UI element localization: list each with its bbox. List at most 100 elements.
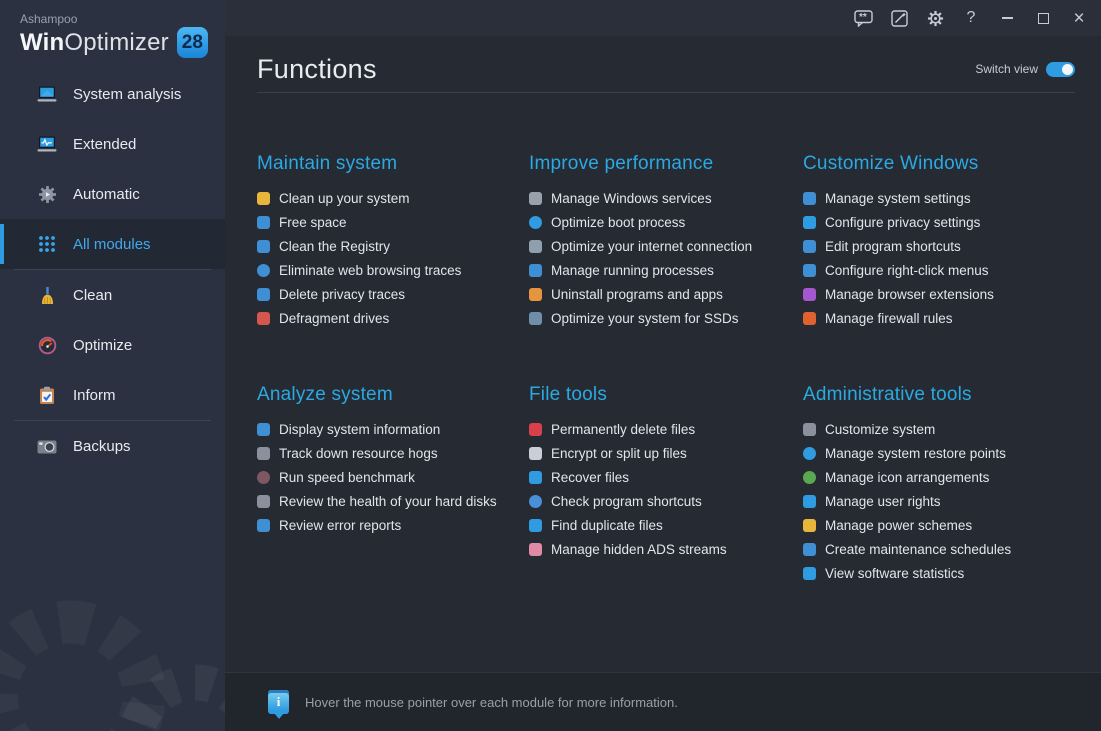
- close-button[interactable]: ×: [1061, 0, 1097, 36]
- module-label: Manage system restore points: [825, 445, 1006, 461]
- app-logo: Ashampoo WinOptimizer 28: [0, 0, 225, 58]
- module-manage-running-processes[interactable]: Manage running processes: [529, 258, 803, 282]
- module-edit-program-shortcuts[interactable]: Edit program shortcuts: [803, 234, 1075, 258]
- module-manage-windows-services[interactable]: Manage Windows services: [529, 186, 803, 210]
- switch-view-toggle[interactable]: [1046, 61, 1075, 77]
- module-review-error-reports[interactable]: Review error reports: [257, 513, 529, 537]
- module-label: Display system information: [279, 421, 441, 437]
- brand-company: Ashampoo: [20, 12, 78, 26]
- battery-icon: [803, 518, 816, 532]
- footer-info-text: Hover the mouse pointer over each module…: [305, 694, 678, 710]
- module-customize-system[interactable]: Customize system: [803, 417, 1075, 441]
- sidebar-item-system-analysis[interactable]: System analysis: [0, 69, 225, 119]
- module-optimize-boot-process[interactable]: Optimize boot process: [529, 210, 803, 234]
- module-run-speed-benchmark[interactable]: Run speed benchmark: [257, 465, 529, 489]
- module-label: Uninstall programs and apps: [551, 286, 723, 302]
- module-manage-user-rights[interactable]: Manage user rights: [803, 489, 1075, 513]
- globe-icon: [257, 263, 270, 277]
- module-optimize-your-system-for-ssds[interactable]: Optimize your system for SSDs: [529, 306, 803, 330]
- module-review-the-health-of-your-hard-disks[interactable]: Review the health of your hard disks: [257, 489, 529, 513]
- statistics-chart-icon: [803, 566, 816, 580]
- sidebar-item-extended[interactable]: Extended: [0, 119, 225, 169]
- close-icon: ×: [1073, 7, 1085, 29]
- context-menu-icon: [803, 263, 816, 277]
- module-recover-files[interactable]: Recover files: [529, 465, 803, 489]
- module-optimize-your-internet-connection[interactable]: Optimize your internet connection: [529, 234, 803, 258]
- footer-info-bar: i Hover the mouse pointer over each modu…: [225, 672, 1101, 731]
- module-manage-system-settings[interactable]: Manage system settings: [803, 186, 1075, 210]
- module-create-maintenance-schedules[interactable]: Create maintenance schedules: [803, 537, 1075, 561]
- sidebar-item-optimize[interactable]: Optimize: [0, 320, 225, 370]
- delete-trash-icon: [529, 422, 542, 436]
- module-label: Manage icon arrangements: [825, 469, 990, 485]
- firewall-flame-icon: [803, 311, 816, 325]
- module-clean-the-registry[interactable]: Clean the Registry: [257, 234, 529, 258]
- module-manage-browser-extensions[interactable]: Manage browser extensions: [803, 282, 1075, 306]
- privacy-settings-shield-icon: [803, 215, 816, 229]
- settings-button[interactable]: [917, 0, 953, 36]
- sidebar-item-automatic[interactable]: Automatic: [0, 169, 225, 219]
- puzzle-icon: [803, 287, 816, 301]
- module-configure-privacy-settings[interactable]: Configure privacy settings: [803, 210, 1075, 234]
- module-label: Manage power schemes: [825, 517, 973, 533]
- boot-up-icon: [529, 215, 542, 229]
- module-permanently-delete-files[interactable]: Permanently delete files: [529, 417, 803, 441]
- gear-icon: [927, 10, 944, 27]
- module-defragment-drives[interactable]: Defragment drives: [257, 306, 529, 330]
- system-settings-icon: [803, 191, 816, 205]
- minimize-button[interactable]: [989, 0, 1025, 36]
- module-find-duplicate-files[interactable]: Find duplicate files: [529, 513, 803, 537]
- module-label: Check program shortcuts: [551, 493, 702, 509]
- maintenance-schedule-icon: [803, 542, 816, 556]
- sidebar-item-label: Automatic: [73, 185, 140, 203]
- sidebar-item-label: Backups: [73, 437, 131, 455]
- clean-icon: [36, 285, 58, 305]
- sidebar-item-label: Optimize: [73, 336, 133, 354]
- module-uninstall-programs-and-apps[interactable]: Uninstall programs and apps: [529, 282, 803, 306]
- module-configure-right-click-menus[interactable]: Configure right-click menus: [803, 258, 1075, 282]
- module-label: Review the health of your hard disks: [279, 493, 497, 509]
- module-clean-up-your-system[interactable]: Clean up your system: [257, 186, 529, 210]
- module-label: Edit program shortcuts: [825, 238, 961, 254]
- group-title: Improve performance: [529, 153, 714, 174]
- module-delete-privacy-traces[interactable]: Delete privacy traces: [257, 282, 529, 306]
- encrypt-file-icon: [529, 446, 542, 460]
- module-label: Create maintenance schedules: [825, 541, 1012, 557]
- module-manage-power-schemes[interactable]: Manage power schemes: [803, 513, 1075, 537]
- sidebar-item-label: System analysis: [73, 85, 182, 103]
- module-manage-icon-arrangements[interactable]: Manage icon arrangements: [803, 465, 1075, 489]
- module-label: Permanently delete files: [551, 421, 696, 437]
- module-free-space[interactable]: Free space: [257, 210, 529, 234]
- module-view-software-statistics[interactable]: View software statistics: [803, 561, 1075, 585]
- registry-icon: [257, 239, 270, 253]
- session-notes-button[interactable]: [881, 0, 917, 36]
- module-label: Delete privacy traces: [279, 286, 406, 302]
- module-eliminate-web-browsing-traces[interactable]: Eliminate web browsing traces: [257, 258, 529, 282]
- maximize-button[interactable]: [1025, 0, 1061, 36]
- module-check-program-shortcuts[interactable]: Check program shortcuts: [529, 489, 803, 513]
- switch-view-control[interactable]: Switch view: [975, 61, 1075, 77]
- sidebar-item-label: Clean: [73, 286, 113, 304]
- module-manage-hidden-ads-streams[interactable]: Manage hidden ADS streams: [529, 537, 803, 561]
- broom-icon: [257, 191, 270, 205]
- resource-drive-icon: [257, 446, 270, 460]
- module-label: Eliminate web browsing traces: [279, 262, 462, 278]
- feedback-button[interactable]: **: [845, 0, 881, 36]
- sidebar-item-backups[interactable]: Backups: [0, 421, 225, 471]
- help-icon: ?: [966, 9, 976, 26]
- sidebar-item-clean[interactable]: Clean: [0, 270, 225, 320]
- module-manage-firewall-rules[interactable]: Manage firewall rules: [803, 306, 1075, 330]
- module-encrypt-or-split-up-files[interactable]: Encrypt or split up files: [529, 441, 803, 465]
- benchmark-gauge-icon: [257, 470, 270, 484]
- module-label: Manage Windows services: [551, 190, 712, 206]
- module-track-down-resource-hogs[interactable]: Track down resource hogs: [257, 441, 529, 465]
- module-display-system-information[interactable]: Display system information: [257, 417, 529, 441]
- help-button[interactable]: ?: [953, 0, 989, 36]
- module-label: Encrypt or split up files: [551, 445, 687, 461]
- sidebar-item-inform[interactable]: Inform: [0, 370, 225, 420]
- module-manage-system-restore-points[interactable]: Manage system restore points: [803, 441, 1075, 465]
- sidebar-item-all-modules[interactable]: All modules: [0, 219, 225, 269]
- all-modules-icon: [36, 234, 58, 254]
